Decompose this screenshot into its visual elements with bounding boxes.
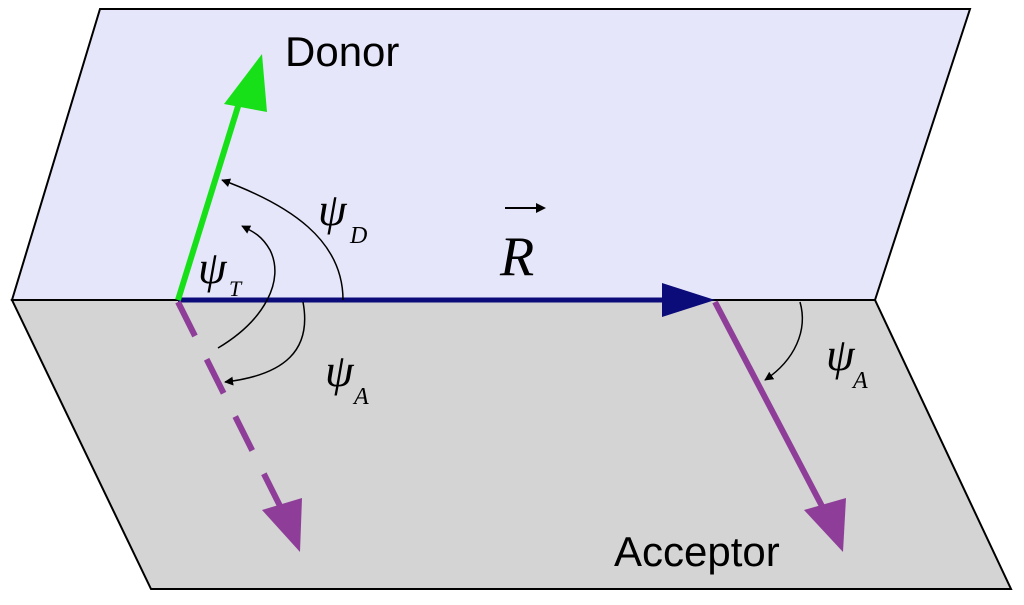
psi-t-angle-arc [217,225,276,349]
psi-a-right-subscript: A [851,368,868,394]
acceptor-projection-dashed-arrow [175,300,302,552]
psi-d-angle-arc [221,178,344,301]
psi-a-left-subscript: A [352,384,369,410]
psi-d-subscript: D [349,223,367,249]
psi-t-label: ψ T [198,242,243,301]
donor-vector-arrow [175,54,267,301]
psi-a-right-angle-arc [764,301,804,381]
acceptor-label: Acceptor [614,528,780,575]
psi-a-left-angle-arc [224,301,306,386]
acceptor-vector-arrow [712,300,846,552]
r-vector-symbol: R [499,226,534,288]
psi-t-symbol: ψ [198,242,228,293]
lower-plane [10,299,1013,590]
psi-t-subscript: T [229,276,243,301]
r-vector-arrow [178,283,715,317]
r-vector-label: R [499,203,546,288]
donor-label: Donor [285,28,399,75]
upper-plane [10,8,972,301]
psi-d-symbol: ψ [318,184,348,235]
psi-a-left-symbol: ψ [325,345,355,396]
psi-a-right-label: ψ A [826,329,868,394]
psi-d-label: ψ D [318,184,367,249]
psi-a-right-symbol: ψ [826,329,856,380]
psi-a-left-label: ψ A [325,345,369,410]
